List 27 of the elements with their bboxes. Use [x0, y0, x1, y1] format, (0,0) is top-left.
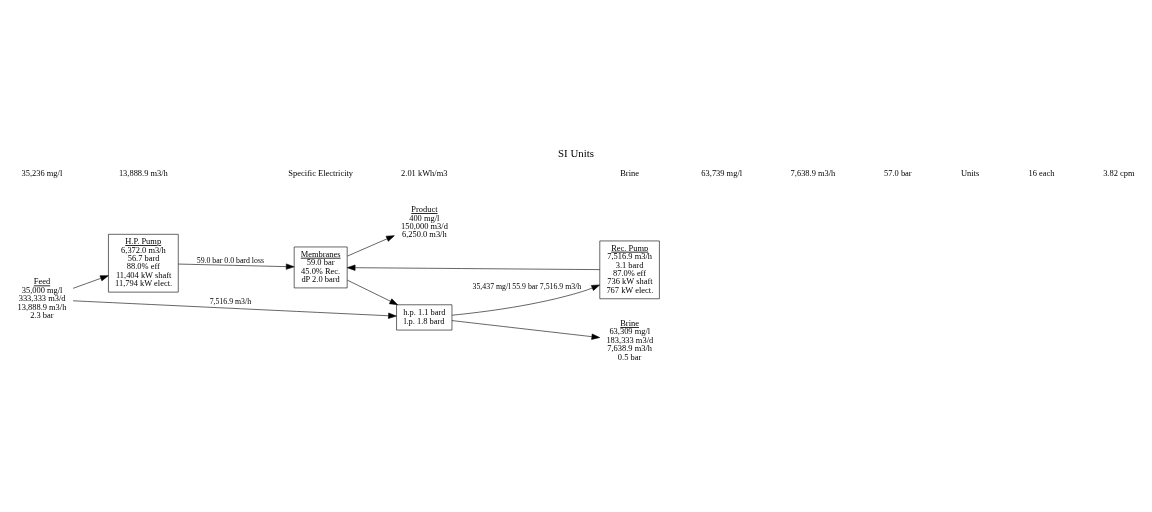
arrow: [347, 279, 398, 305]
label: 57.0 bar: [884, 168, 912, 179]
label: 7,638.9 m3/h: [790, 168, 836, 179]
node-box: h.p. 1.1 bard l.p. 1.8 bard: [396, 304, 453, 331]
arrow: [346, 264, 600, 271]
diagram-title: SI Units: [558, 147, 594, 160]
node-text: Product 400 mg/l 150,000 m3/d 6,250.0 m3/h: [401, 204, 448, 240]
arrow: [72, 275, 109, 289]
label: Brine: [620, 168, 639, 179]
node-box: H.P. Pump 6,372.0 m3/h 56.7 bard 88.0% eff 11,404 kW shaft 11,794 kW elect.: [108, 234, 179, 293]
label: 3.82 cpm: [1103, 168, 1135, 179]
node-text: Brine 63,309 mg/l 183,333 m3/d 7,638.9 m3/h 0.5 bar: [606, 317, 654, 362]
arrow: [451, 284, 600, 316]
label: 2.01 kWh/m3: [401, 168, 448, 179]
arrow: [178, 263, 295, 270]
label: 63,739 mg/l: [701, 168, 743, 179]
label: Units: [960, 168, 980, 179]
node-box: Rec. Pump 7,516.9 m3/h 3.1 bard 87.0% eff 736 kW shaft 767 kW elect.: [599, 240, 660, 300]
label: 35,236 mg/l: [21, 168, 63, 179]
arrow: [347, 235, 395, 257]
arrow: [451, 320, 600, 340]
node-box: Membranes 59.0 bar 45.0% Rec. dP 2.0 bard: [293, 246, 348, 289]
label: Specific Electricity: [288, 168, 354, 179]
label: 13,888.9 m3/h: [118, 168, 168, 179]
node-text: Feed 35,000 mg/l 333,333 m3/d 13,888.9 m3/h 2.3 bar: [17, 276, 67, 321]
label: 16 each: [1028, 168, 1055, 179]
arrow: [72, 300, 397, 319]
